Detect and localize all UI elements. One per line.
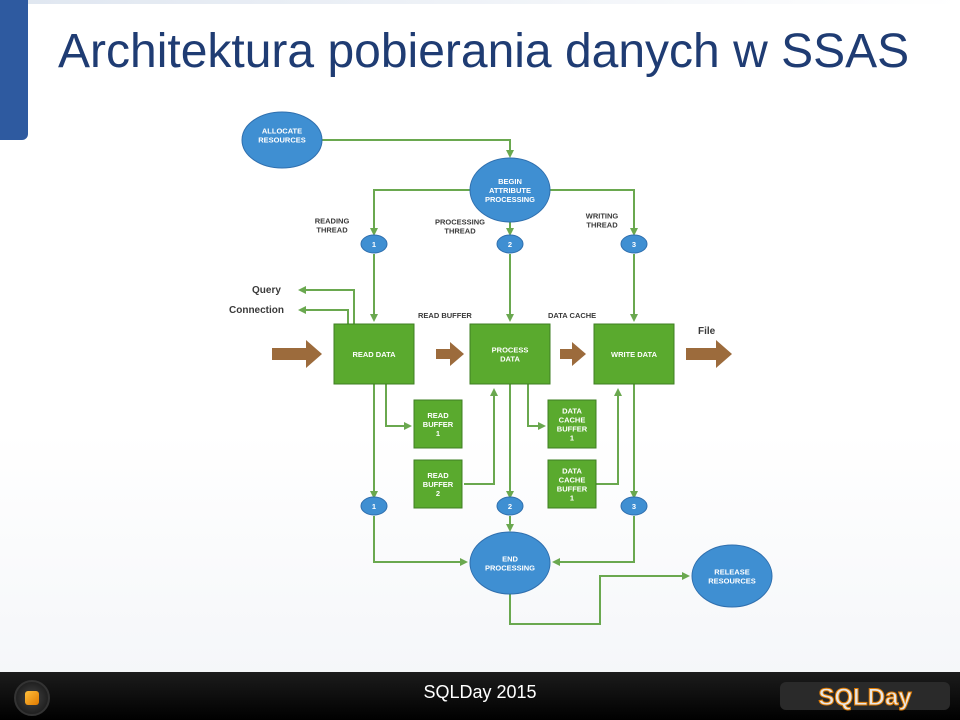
arrow-allocate-to-begin (320, 139, 514, 158)
arrow-data-cache-buffer-to-write-data (596, 388, 622, 485)
arrow-begin-to-thread-3 (548, 189, 638, 236)
data-cache-buffer-1b-box (547, 459, 597, 509)
process-data-box (469, 323, 551, 385)
read-to-process-arrow (436, 342, 464, 366)
flow-arrows (298, 139, 690, 625)
slide-title: Architektura pobierania danych w SSAS (58, 25, 910, 78)
data-cache-label: DATA CACHE (548, 311, 596, 320)
arrow-query (298, 286, 355, 324)
arrow-process-data-to-data-cache-buffer-1 (527, 384, 546, 430)
read-buffer-1-box (413, 399, 463, 449)
process-to-write-arrow (560, 342, 586, 366)
input-data-arrow (272, 340, 322, 368)
file-label: File (698, 326, 716, 337)
release-resources-node (691, 544, 773, 608)
arrow-end-1-to-end-processing (373, 516, 468, 566)
arrow-end-3-to-end-processing (552, 516, 635, 566)
presentation-logo-icon (14, 680, 50, 716)
thread-3-end-marker (620, 496, 648, 516)
arrow-read-data-to-read-buffer-1 (385, 384, 412, 430)
arrow-end-processing-to-release (509, 572, 690, 625)
allocate-resources-node (241, 111, 323, 169)
query-label: Query (252, 285, 281, 296)
connection-label: Connection (229, 305, 284, 316)
thread-2-start-number: 2 (508, 240, 512, 249)
data-flow-arrows (272, 340, 732, 368)
thread-3-start-marker (620, 234, 648, 254)
thread-2-end-marker (496, 496, 524, 516)
thread-3-end-number: 3 (632, 502, 636, 511)
thread-2-end-number: 2 (508, 502, 512, 511)
begin-attribute-processing-node (469, 157, 551, 223)
arrow-read-buffer-2-to-process-data (464, 388, 498, 485)
data-cache-buffer-1-box (547, 399, 597, 449)
end-processing-node (469, 531, 551, 595)
write-data-text: WRITE DATA (611, 350, 658, 359)
title-accent-bar (0, 0, 28, 140)
read-buffer-label: READ BUFFER (418, 311, 472, 320)
thread-1-start-number: 1 (372, 240, 376, 249)
file-output-arrow (686, 340, 732, 368)
top-band (0, 0, 960, 4)
thread-2-start-marker (496, 234, 524, 254)
arrow-begin-to-thread-1 (370, 189, 472, 236)
thread-1-start-marker (360, 234, 388, 254)
sqlday-logo-text: SQLDay (818, 684, 912, 711)
footer-title: SQLDay 2015 (423, 682, 537, 702)
read-data-box (333, 323, 415, 385)
write-data-box (593, 323, 675, 385)
arrow-connection (298, 306, 349, 324)
read-data-text: READ DATA (352, 350, 396, 359)
thread-1-end-number: 1 (372, 502, 376, 511)
sqlday-logo: SQLDay (780, 682, 950, 712)
thread-1-end-marker (360, 496, 388, 516)
read-buffer-2-box (413, 459, 463, 509)
thread-3-start-number: 3 (632, 240, 636, 249)
footer-bar: SQLDay 2015 SQLDay (0, 672, 960, 720)
